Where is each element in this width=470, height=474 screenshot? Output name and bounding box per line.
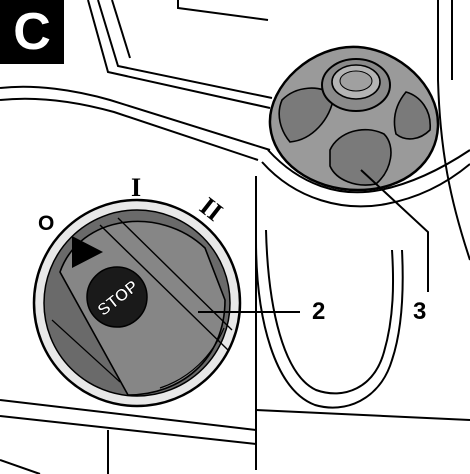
figure-letter: C bbox=[13, 3, 51, 61]
stop-button-label: STOP bbox=[94, 277, 142, 320]
leader-line-3 bbox=[360, 169, 429, 292]
dial-position-off: O bbox=[38, 212, 54, 235]
figure-badge: C bbox=[0, 0, 64, 64]
callout-3: 3 bbox=[413, 298, 427, 325]
callout-2: 2 bbox=[312, 298, 326, 325]
rotary-knob-icon bbox=[268, 45, 440, 192]
dial-position-one: I bbox=[131, 173, 141, 202]
dial-position-two: II bbox=[194, 192, 228, 227]
play-triangle-icon bbox=[72, 236, 103, 268]
